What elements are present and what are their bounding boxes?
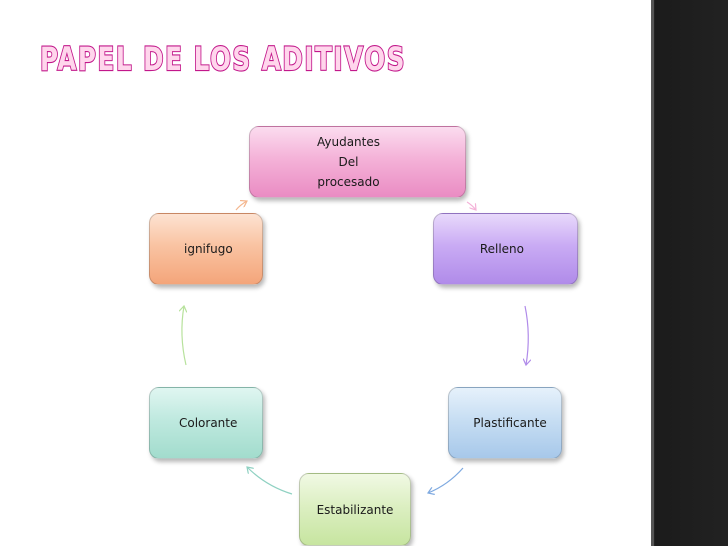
slide-title: PAPEL DE LOS ADITIVOS	[40, 40, 406, 78]
arrow-relleno-to-plastificante	[525, 305, 528, 365]
node-ayudantes-del-procesado: Ayudantes Del procesado	[249, 126, 466, 198]
arrow-top-to-relleno	[466, 201, 476, 210]
slide-title-svg: PAPEL DE LOS ADITIVOS	[39, 39, 406, 79]
node-label: Relleno	[479, 242, 524, 256]
arrow-plastificante-to-estabilizante	[428, 467, 464, 493]
node-ignifugo: ignifugo	[149, 213, 263, 285]
node-label: ignifugo	[184, 242, 233, 256]
arrow-ignifugo-to-top	[235, 201, 247, 211]
node-relleno: Relleno	[433, 213, 578, 285]
dark-sidebar	[651, 0, 728, 546]
node-label: Estabilizante	[316, 502, 394, 517]
node-estabilizante: Estabilizante	[299, 473, 411, 546]
node-label: Colorante	[179, 416, 238, 430]
node-colorante: Colorante	[149, 387, 263, 459]
node-label: Ayudantes Del procesado	[316, 135, 381, 189]
arrow-colorante-to-ignifugo	[182, 306, 186, 366]
node-label: Plastificante	[473, 416, 547, 430]
node-plastificante: Plastificante	[448, 387, 562, 459]
arrow-estabilizante-to-colorante	[247, 467, 293, 495]
